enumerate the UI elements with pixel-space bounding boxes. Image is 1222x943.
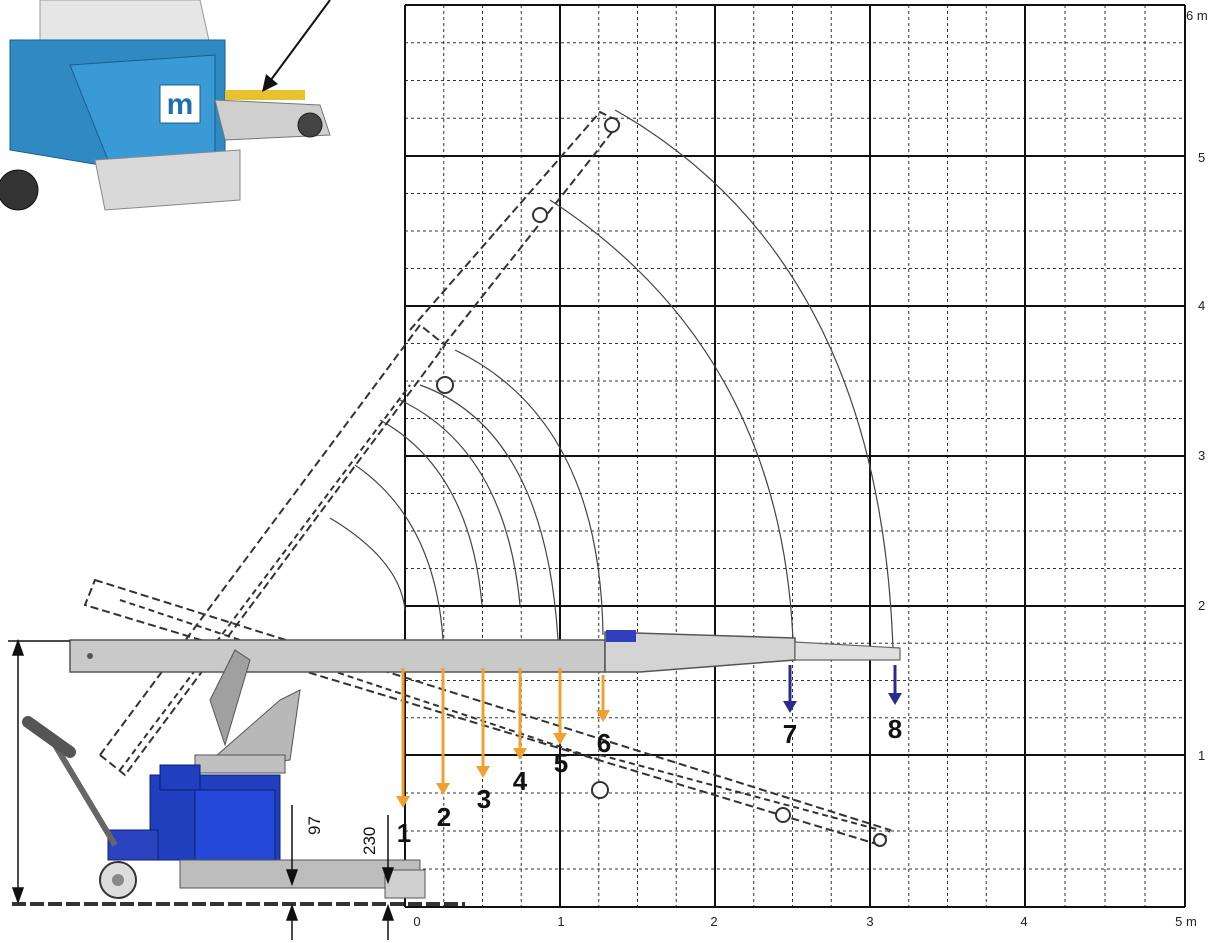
y-axis-ticks: 1 2 3 4 5 6 m [1186, 8, 1208, 763]
logo-letter: m [167, 88, 194, 121]
wheel-height-marker: 97 [285, 805, 324, 940]
arc-2 [354, 464, 444, 641]
arc-8 [614, 109, 894, 651]
position-label-5: 5 [554, 748, 568, 778]
y-tick-5: 5 [1198, 150, 1205, 165]
x-tick-3: 3 [866, 914, 873, 929]
leg-height-label: 230 [360, 827, 379, 855]
x-axis-ticks: 0 1 2 3 4 5 m [413, 914, 1196, 929]
hook-arrowhead-8 [888, 693, 902, 705]
hook-arrowhead-5 [553, 733, 567, 745]
arc-4 [399, 399, 521, 606]
x-tick-0: 0 [413, 914, 420, 929]
y-tick-2: 2 [1198, 598, 1205, 613]
x-tick-1: 1 [557, 914, 564, 929]
arc-7 [549, 199, 794, 641]
arc-1 [329, 517, 406, 611]
x-tick-2: 2 [710, 914, 717, 929]
hook-arrowhead-3 [476, 766, 490, 778]
x-tick-5: 5 m [1175, 914, 1197, 929]
y-tick-3: 3 [1198, 448, 1205, 463]
crane-photo-inset: m [0, 0, 340, 245]
crane-base [22, 649, 426, 899]
hook-arrowhead-1 [396, 796, 410, 808]
wheel-height-label: 97 [305, 816, 324, 835]
reach-grid [404, 4, 1186, 908]
height-dimension [8, 638, 70, 905]
boom-horizontal [69, 630, 901, 673]
hook-arrowhead-6 [596, 710, 610, 722]
reach-arcs [329, 109, 894, 651]
hook-arrowhead-4 [513, 748, 527, 760]
position-label-3: 3 [477, 784, 491, 814]
y-tick-4: 4 [1198, 298, 1205, 313]
position-label-8: 8 [888, 714, 902, 744]
arc-6 [454, 349, 604, 636]
hook-arrowhead-7 [783, 701, 797, 713]
position-label-6: 6 [597, 728, 611, 758]
position-label-1: 1 [397, 818, 411, 848]
position-label-7: 7 [783, 719, 797, 749]
position-label-2: 2 [437, 802, 451, 832]
y-tick-6: 6 m [1186, 8, 1208, 23]
arc-3 [379, 419, 483, 606]
position-label-4: 4 [513, 766, 528, 796]
boom-raised [98, 110, 622, 777]
tiller-handle [52, 743, 118, 847]
arc-5 [419, 384, 559, 641]
leg-height-marker: 230 [360, 815, 395, 940]
y-tick-1: 1 [1198, 748, 1205, 763]
hook-arrowhead-2 [436, 783, 450, 795]
x-tick-4: 4 [1020, 914, 1027, 929]
